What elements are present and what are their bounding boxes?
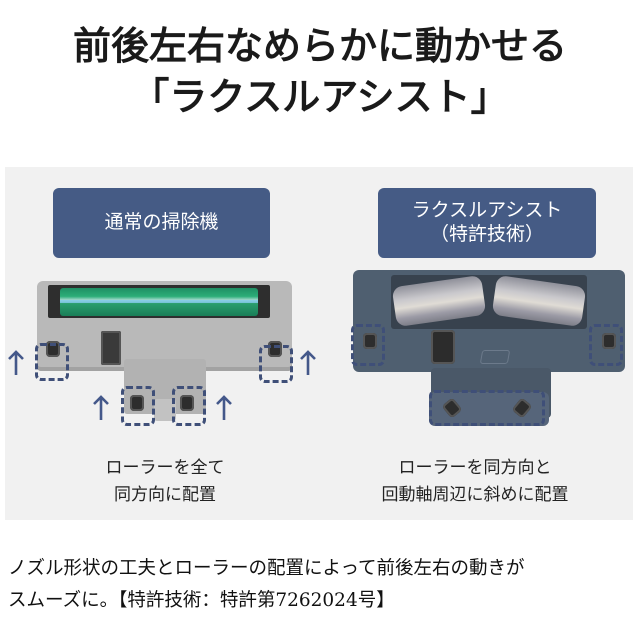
headline-line-2: 「ラクスルアシスト」 — [131, 74, 509, 119]
conventional-caption: ローラーを全て 同方向に配置 — [40, 455, 290, 509]
rakusuru-assist-caption-line-2: 回動軸周辺に斜めに配置 — [381, 485, 569, 505]
nozzle-body — [353, 270, 625, 372]
description: ノズル形状の工夫とローラーの配置によって前後左右の動きが スムーズに。【特許技術… — [8, 553, 638, 617]
rakusuru-assist-label-title: ラクスルアシスト — [411, 199, 563, 222]
rakusuru-assist-caption: ローラーを同方向と 回動軸周辺に斜めに配置 — [340, 455, 610, 509]
roller-highlight — [121, 386, 155, 426]
center-roller — [101, 331, 121, 365]
roller-highlight — [429, 390, 545, 426]
roller-wheel — [602, 333, 616, 349]
rakusuru-assist-label: ラクスルアシスト （特許技術） — [378, 188, 596, 258]
arrow-up-icon — [300, 350, 316, 376]
conventional-caption-line-2: 同方向に配置 — [114, 485, 216, 505]
description-line-1: ノズル形状の工夫とローラーの配置によって前後左右の動きが — [8, 558, 525, 579]
roller-highlight — [172, 386, 206, 426]
conventional-label-text: 通常の掃除機 — [104, 211, 219, 234]
roller-highlight — [351, 324, 385, 366]
headline-line-1: 前後左右なめらかに動かせる — [72, 23, 567, 68]
brush-roll — [391, 275, 587, 329]
nozzle-body — [37, 281, 292, 371]
nozzle-stem — [154, 399, 176, 421]
center-roller — [431, 330, 455, 364]
roller-wheel — [180, 395, 194, 411]
description-line-2: スムーズに。【特許技術：特許第7262024号】 — [8, 590, 395, 611]
conventional-label: 通常の掃除機 — [53, 188, 270, 258]
arrow-up-icon — [93, 395, 109, 421]
conventional-caption-line-1: ローラーを全て — [105, 458, 225, 478]
roller-highlight — [35, 343, 69, 381]
rakusuru-assist-label-patent: （特許技術） — [429, 223, 544, 245]
roller-highlight — [259, 345, 293, 383]
roller-wheel — [130, 395, 144, 411]
rakusuru-assist-caption-line-1: ローラーを同方向と — [398, 458, 552, 478]
arrow-up-icon — [216, 395, 232, 421]
logo-badge — [479, 350, 511, 364]
roller-highlight — [589, 324, 623, 366]
arrow-up-icon — [8, 350, 24, 376]
roller-wheel — [363, 333, 377, 349]
brush-roll — [48, 285, 270, 318]
